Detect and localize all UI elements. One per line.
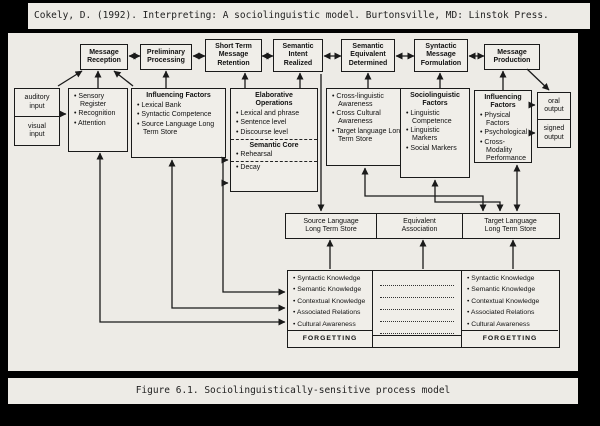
box-input-channels: auditory input visual input [14, 88, 60, 146]
box-syntactic-message-formulation: Syntactic Message Formulation [414, 39, 468, 72]
dotted-line [380, 299, 454, 310]
list-item: Attention [72, 120, 124, 128]
box-influencing-factors-source: Influencing Factors Lexical BankSyntacti… [131, 88, 226, 158]
list-item: Sensory Register [72, 93, 124, 109]
list-item: Social Markers [404, 145, 466, 153]
semantic-core-title: Semantic Core [249, 141, 299, 149]
box-output-channels: oral output signed output [537, 92, 571, 148]
list-item: Sentence level [234, 119, 314, 127]
cell-equivalent-association: Equivalent Association [377, 214, 463, 238]
forgetting-label: FORGETTING [288, 330, 372, 347]
bullet-list: Lexical and phraseSentence levelDiscours… [234, 110, 314, 137]
box-message-reception: Message Reception [80, 44, 128, 70]
cell-oral-output: oral output [538, 93, 570, 120]
list-item: Linguistic Competence [404, 110, 466, 126]
empty-footer [373, 335, 461, 347]
list-item: Lexical and phrase [234, 110, 314, 118]
forgetting-label: FORGETTING [462, 330, 558, 347]
box-title: Sociolinguistic Factors [410, 92, 460, 108]
box-sensory-register: Sensory RegisterRecognitionAttention [68, 88, 128, 152]
column-association-links [373, 271, 462, 347]
column-source-knowledge: Syntactic KnowledgeSemantic KnowledgeCon… [288, 271, 373, 347]
list-item: Psychological [478, 129, 528, 137]
list-item: Associated Relations [466, 307, 556, 318]
list-item: Semantic Knowledge [292, 284, 370, 295]
list-item: Linguistic Markers [404, 127, 466, 143]
dotted-links [373, 271, 461, 335]
bullet-list: Linguistic CompetenceLinguistic MarkersS… [404, 110, 466, 153]
box-elaborative-operations: Elaborative Operations Lexical and phras… [230, 88, 318, 192]
box-semantic-intent-realized: Semantic Intent Realized [273, 39, 323, 72]
list-item: Cultural Awareness [292, 319, 370, 330]
dotted-line [380, 311, 454, 322]
list-item: Discourse level [234, 129, 314, 137]
box-title: Elaborative Operations [255, 92, 293, 108]
box-preliminary-processing: Preliminary Processing [140, 44, 192, 70]
dotted-line [380, 275, 454, 286]
bullet-list: Syntactic KnowledgeSemantic KnowledgeCon… [462, 271, 558, 330]
dotted-line [380, 323, 454, 334]
list-item: Contextual Knowledge [466, 296, 556, 307]
list-item: Physical Factors [478, 112, 528, 128]
list-item: Cross-Modality Performance [478, 139, 528, 163]
box-message-production: Message Production [484, 44, 540, 70]
column-target-knowledge: Syntactic KnowledgeSemantic KnowledgeCon… [462, 271, 558, 347]
citation-text: Cokely, D. (1992). Interpreting: A socio… [34, 10, 549, 21]
box-title: Influencing Factors [484, 94, 522, 110]
list-item: Syntactic Knowledge [466, 273, 556, 284]
list-item: Target language Long Term Store [330, 128, 406, 144]
cell-signed-output: signed output [543, 125, 565, 141]
cell-source-language-lts: Source Language Long Term Store [286, 214, 377, 238]
bullet-list: Physical FactorsPsychologicalCross-Modal… [478, 112, 528, 163]
list-item: Syntactic Knowledge [292, 273, 370, 284]
box-knowledge-stores: Syntactic KnowledgeSemantic KnowledgeCon… [287, 270, 560, 348]
box-title: Influencing Factors [146, 92, 211, 99]
box-cross-linguistic-awareness: Cross-linguistic AwarenessCross Cultural… [326, 88, 410, 166]
bullet-list: Decay [234, 164, 314, 172]
dotted-line [380, 287, 454, 298]
bullet-list: Syntactic KnowledgeSemantic KnowledgeCon… [288, 271, 372, 330]
list-item: Cross-linguistic Awareness [330, 93, 406, 109]
bullet-list: Rehearsal [234, 151, 314, 159]
list-item: Decay [234, 164, 314, 172]
box-long-term-stores: Source Language Long Term Store Equivale… [285, 213, 560, 239]
citation-bar: Cokely, D. (1992). Interpreting: A socio… [28, 3, 590, 29]
list-item: Syntactic Competence [135, 111, 222, 119]
list-item: Semantic Knowledge [466, 284, 556, 295]
cell-auditory-input: auditory input [15, 89, 59, 117]
list-item: Contextual Knowledge [292, 296, 370, 307]
list-item: Recognition [72, 110, 124, 118]
box-semantic-equivalent-determined: Semantic Equivalent Determined [341, 39, 395, 72]
list-item: Lexical Bank [135, 102, 222, 110]
list-item: Cross Cultural Awareness [330, 110, 406, 126]
bullet-list: Lexical BankSyntactic CompetenceSource L… [135, 102, 222, 137]
caption-bar: Figure 6.1. Sociolinguistically-sensitiv… [8, 378, 578, 404]
list-item: Rehearsal [234, 151, 314, 159]
dashed-divider [231, 161, 317, 163]
figure-caption: Figure 6.1. Sociolinguistically-sensitiv… [135, 385, 451, 396]
cell-visual-input: visual input [28, 122, 46, 138]
dashed-divider [231, 138, 317, 140]
box-short-term-message-retention: Short Term Message Retention [205, 39, 262, 72]
cell-target-language-lts: Target Language Long Term Store [484, 217, 537, 233]
list-item: Associated Relations [292, 307, 370, 318]
box-influencing-factors-production: Influencing Factors Physical FactorsPsyc… [474, 90, 532, 163]
list-item: Source Language Long Term Store [135, 121, 222, 137]
list-item: Cultural Awareness [466, 319, 556, 330]
box-sociolinguistic-factors: Sociolinguistic Factors Linguistic Compe… [400, 88, 470, 178]
